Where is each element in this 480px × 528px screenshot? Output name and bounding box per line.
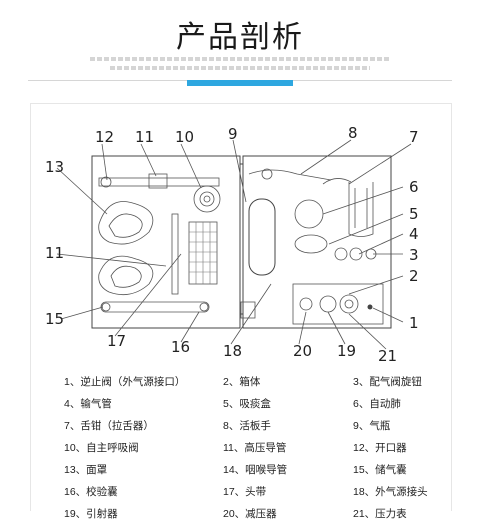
- callout-6: 6: [409, 178, 419, 196]
- part-item: 15、储气囊: [353, 464, 407, 476]
- tongue-forceps: [322, 178, 352, 185]
- case-right-half: [242, 155, 392, 329]
- parts-row: 4、输气管 5、吸痰盒 6、自动肺: [31, 396, 451, 418]
- valve-block: [148, 173, 168, 189]
- connecting-tube: [98, 177, 220, 187]
- part-item: 9、气瓶: [353, 420, 391, 432]
- callout-4: 4: [409, 225, 419, 243]
- callout-15: 15: [45, 310, 64, 328]
- callout-17: 17: [107, 332, 126, 350]
- callout-20: 20: [293, 342, 312, 360]
- content-panel: 12 11 10 9 8 7 6 5 4 3 2 1 13 11 15 17 1…: [30, 103, 452, 520]
- page-title: 产品剖析: [176, 20, 304, 55]
- parts-row: 10、自主呼吸阀 11、高压导管 12、开口器: [31, 440, 451, 462]
- parts-row: 16、校验囊 17、头带 18、外气源接头: [31, 484, 451, 506]
- callout-19: 19: [337, 342, 356, 360]
- callout-2: 2: [409, 267, 419, 285]
- callout-11-left: 11: [45, 244, 64, 262]
- parts-row: 1、逆止阀（外气源接口） 2、箱体 3、配气阀旋钮: [31, 374, 451, 396]
- decorative-subtext: [90, 57, 390, 61]
- callout-16: 16: [171, 338, 190, 356]
- callout-12: 12: [95, 128, 114, 146]
- decorative-subtext: [110, 66, 370, 70]
- callout-1: 1: [409, 314, 419, 332]
- callout-10: 10: [175, 128, 194, 146]
- gas-cylinder: [248, 198, 276, 276]
- part-item: 19、引射器: [64, 508, 118, 520]
- part-item: 4、输气管: [64, 398, 112, 410]
- callout-11: 11: [135, 128, 154, 146]
- callout-9: 9: [228, 125, 238, 143]
- head-strap: [100, 301, 210, 313]
- part-item: 7、舌钳（拉舌器）: [64, 420, 154, 432]
- face-mask-lower: [98, 255, 154, 296]
- callout-7: 7: [409, 128, 419, 146]
- callout-21: 21: [378, 347, 397, 364]
- part-item: 14、咽喉导管: [223, 464, 288, 476]
- pressure-reducer: [299, 297, 313, 311]
- part-item: 18、外气源接头: [353, 486, 428, 498]
- auto-lung: [294, 199, 324, 229]
- part-item: 13、面罩: [64, 464, 108, 476]
- part-item: 6、自动肺: [353, 398, 401, 410]
- part-item: 20、减压器: [223, 508, 277, 520]
- callout-8: 8: [348, 124, 358, 142]
- parts-list: 1、逆止阀（外气源接口） 2、箱体 3、配气阀旋钮 4、输气管 5、吸痰盒 6、…: [31, 374, 451, 528]
- part-item: 10、自主呼吸阀: [64, 442, 139, 454]
- part-item: 17、头带: [223, 486, 267, 498]
- delivery-tube: [348, 182, 374, 237]
- product-diagram: 12 11 10 9 8 7 6 5 4 3 2 1 13 11 15 17 1…: [45, 124, 419, 364]
- ejector: [319, 295, 337, 313]
- part-item: 11、高压导管: [223, 442, 287, 454]
- panel-box: [292, 283, 384, 325]
- case-left-half: [91, 155, 241, 329]
- part-item: 3、配气阀旋钮: [353, 376, 422, 388]
- suction-box: [294, 234, 328, 254]
- part-item: 8、活板手: [223, 420, 271, 432]
- pressure-gauge: [339, 294, 359, 314]
- callout-13: 13: [45, 158, 64, 176]
- parts-row: 19、引射器 20、减压器 21、压力表: [31, 506, 451, 528]
- callout-18: 18: [223, 342, 242, 360]
- wrench: [248, 169, 332, 181]
- part-item: 1、逆止阀（外气源接口）: [64, 376, 186, 388]
- throat-tube: [171, 213, 179, 295]
- part-item: 5、吸痰盒: [223, 398, 271, 410]
- breathing-valve: [193, 185, 221, 213]
- check-valve: [367, 304, 373, 310]
- accent-bar: [187, 80, 293, 86]
- parts-row: 7、舌钳（拉舌器） 8、活板手 9、气瓶: [31, 418, 451, 440]
- callout-5: 5: [409, 205, 419, 223]
- part-item: 21、压力表: [353, 508, 407, 520]
- face-mask-upper: [98, 201, 154, 245]
- part-item: 2、箱体: [223, 376, 261, 388]
- part-item: 16、校验囊: [64, 486, 118, 498]
- parts-row: 13、面罩 14、咽喉导管 15、储气囊: [31, 462, 451, 484]
- part-item: 12、开口器: [353, 442, 407, 454]
- callout-3: 3: [409, 246, 419, 264]
